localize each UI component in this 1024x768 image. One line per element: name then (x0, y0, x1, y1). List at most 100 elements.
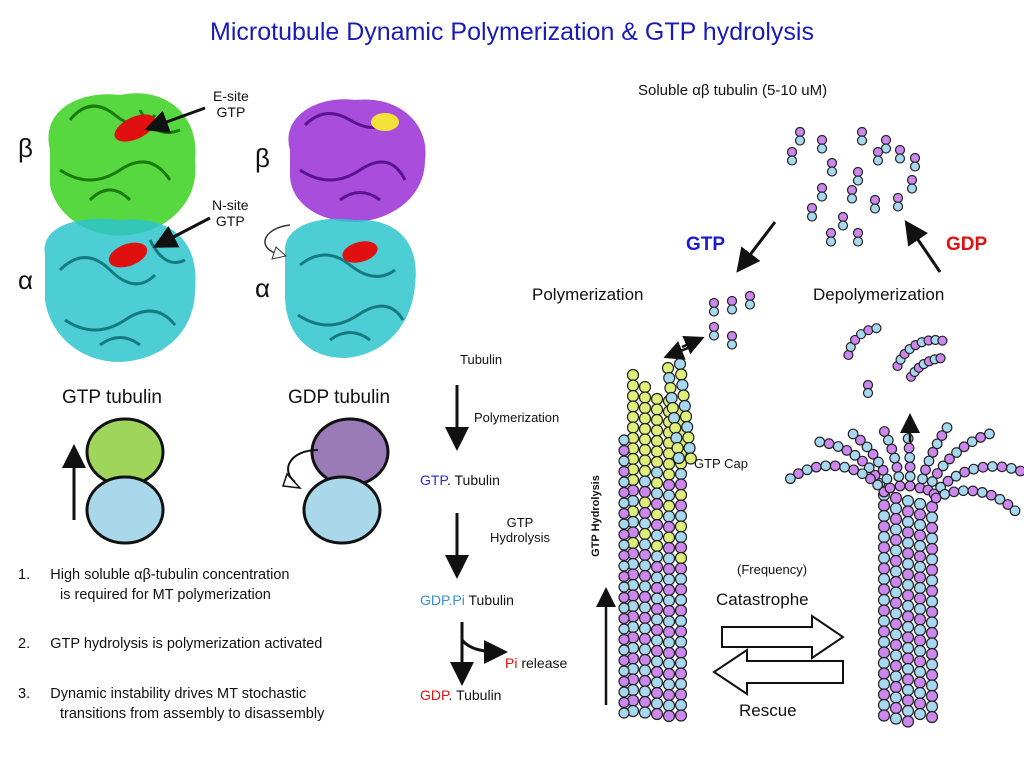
mt-subunit (903, 632, 914, 643)
mt-subunit (664, 490, 675, 501)
mt-subunit (640, 634, 651, 645)
splay-subunit (903, 434, 913, 444)
mt-subunit (640, 592, 651, 603)
mt-subunit (663, 363, 674, 374)
mt-subunit (683, 432, 694, 443)
mt-subunit (915, 667, 926, 678)
mt-subunit (664, 679, 675, 690)
mt-subunit (664, 595, 675, 606)
mt-subunit (640, 466, 651, 477)
mt-subunit (619, 477, 629, 487)
mt-subunit (891, 514, 902, 525)
mt-subunit (879, 626, 890, 637)
mt-subunit (879, 637, 890, 648)
mt-subunit (927, 628, 938, 639)
mt-subunit (652, 635, 663, 646)
mt-subunit (676, 490, 687, 501)
splay-subunit (833, 442, 843, 452)
mt-subunit (619, 551, 629, 561)
mt-subunit (915, 604, 926, 615)
mt-subunit (676, 469, 687, 480)
mt-subunit (640, 644, 651, 655)
mt-subunit (927, 659, 938, 670)
splay-subunit (960, 467, 970, 477)
mt-subunit (673, 453, 684, 464)
flow-pi-release: Pi release (505, 655, 567, 671)
splay-subunit (824, 439, 834, 449)
alpha-subunit (874, 156, 883, 165)
mt-subunit (619, 467, 629, 477)
mt-subunit (676, 605, 687, 616)
statement-3: 3. Dynamic instability drives MT stochas… (18, 684, 324, 724)
mt-subunit (903, 643, 914, 654)
flow-tubulin: Tubulin (460, 352, 502, 367)
mt-subunit (903, 695, 914, 706)
splay-subunit (815, 437, 825, 447)
mt-subunit (619, 519, 629, 529)
mt-subunit (676, 658, 687, 669)
depolymerization-label: Depolymerization (813, 285, 944, 305)
mt-subunit (652, 656, 663, 667)
mt-subunit (619, 593, 629, 603)
mt-subunit (915, 520, 926, 531)
mt-subunit (664, 627, 675, 638)
mt-subunit (903, 685, 914, 696)
mt-subunit (675, 359, 686, 370)
mt-subunit (891, 556, 902, 567)
alpha-subunit (710, 307, 719, 316)
alpha-subunit (894, 202, 903, 211)
mt-subunit (879, 605, 890, 616)
mt-subunit (640, 403, 651, 414)
splay-subunit (985, 429, 995, 439)
mt-subunit (915, 583, 926, 594)
mt-subunit (652, 499, 663, 510)
mt-subunit (915, 572, 926, 583)
gdp-tubulin-structure (265, 99, 426, 358)
alpha-subunit (848, 194, 857, 203)
mt-subunit (891, 640, 902, 651)
mt-subunit (664, 564, 675, 575)
mt-subunit (891, 629, 902, 640)
mt-subunit (903, 674, 914, 685)
mt-subunit (652, 457, 663, 468)
mt-subunit (927, 638, 938, 649)
mt-subunit (640, 529, 651, 540)
gtp-hydrolysis-vertical-label: GTP Hydrolysis (590, 466, 602, 566)
mt-subunit (903, 538, 914, 549)
mt-subunit (652, 415, 663, 426)
mt-subunit (927, 691, 938, 702)
mt-subunit (652, 446, 663, 457)
mt-subunit (927, 523, 938, 534)
mt-subunit (927, 554, 938, 565)
mt-subunit (628, 380, 639, 391)
mt-subunit (927, 512, 938, 523)
mt-subunit (619, 635, 629, 645)
splay-subunit (905, 453, 915, 463)
beta-subunit (710, 299, 719, 308)
mt-subunit (652, 467, 663, 478)
alpha-subunit (710, 331, 719, 340)
gtp-tubulin-structure (45, 93, 210, 362)
alpha-subunit (796, 136, 805, 145)
mt-subunit (915, 688, 926, 699)
mt-subunit (879, 542, 890, 553)
mt-subunit (652, 520, 663, 531)
mt-subunit (640, 655, 651, 666)
mt-subunit (652, 593, 663, 604)
alpha-subunit (911, 162, 920, 171)
splay-subunit (895, 481, 905, 491)
mt-subunit (652, 551, 663, 562)
gdp-arrow (908, 225, 940, 272)
mt-subunit (619, 540, 629, 550)
mt-subunit (628, 401, 639, 412)
mt-subunit (652, 478, 663, 489)
mt-subunit (879, 553, 890, 564)
alpha-subunit (854, 237, 863, 246)
mt-subunit (891, 598, 902, 609)
tip-double-arrow (668, 339, 700, 356)
mt-subunit (903, 706, 914, 717)
mt-subunit (664, 700, 675, 711)
mt-subunit (664, 711, 675, 722)
mt-subunit (891, 713, 902, 724)
flow-polymerization: Polymerization (474, 410, 559, 425)
